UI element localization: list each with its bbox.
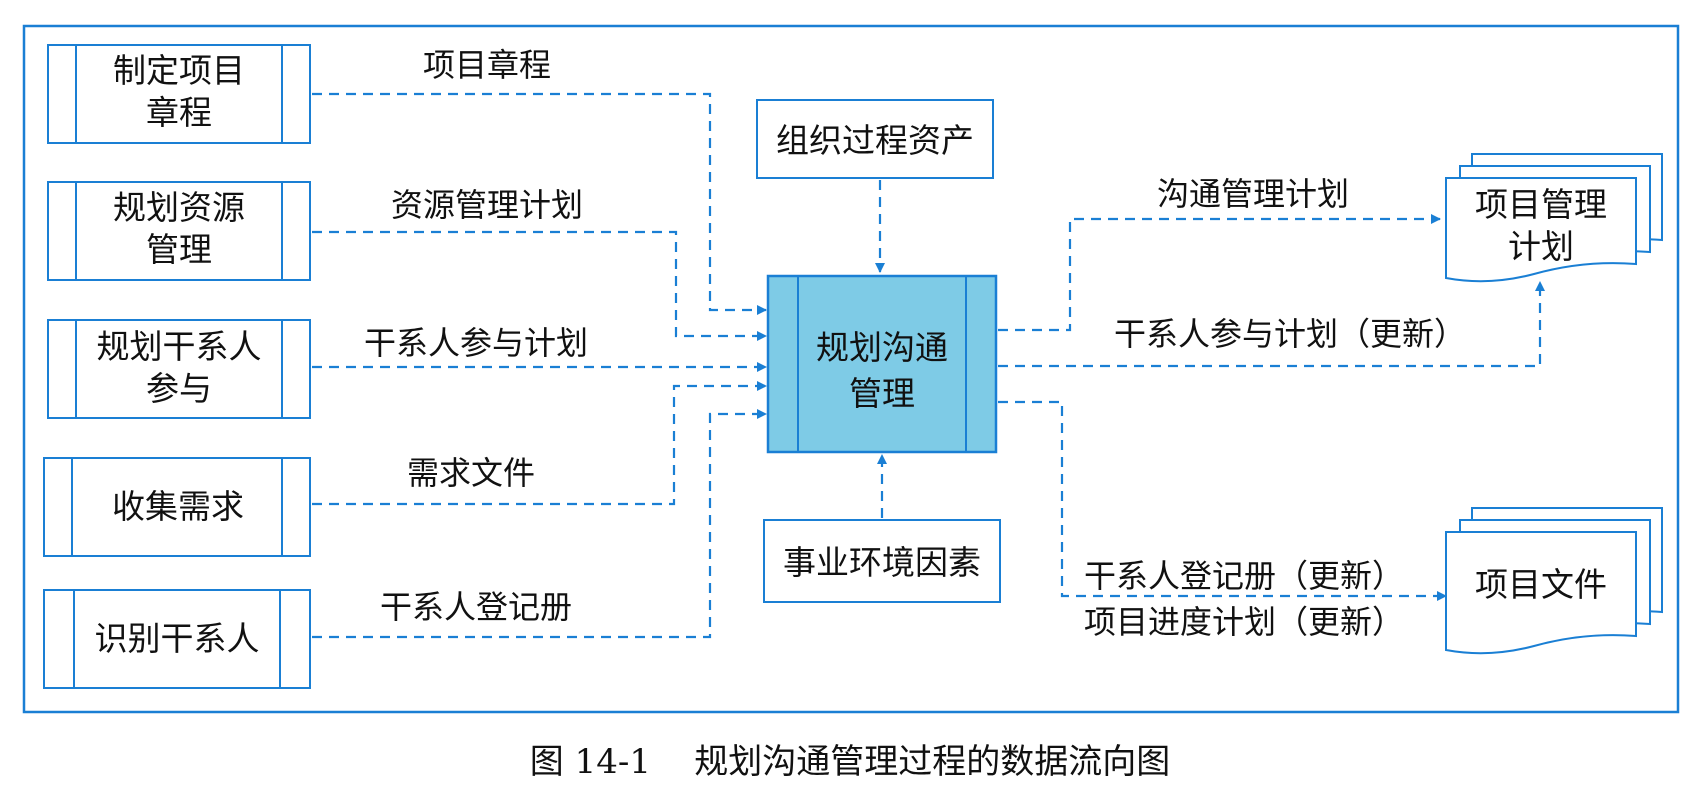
input-process-box: 制定项目 章程 <box>47 44 311 144</box>
flow-requirements <box>312 381 767 506</box>
data-flow-diagram: 制定项目 章程 规划资源 管理 规划干系人 参与 收集需求 识别干系人 项目章程… <box>22 24 1680 714</box>
input-label-requirements: 需求文件 <box>407 454 535 492</box>
input-label-register: 干系人登记册 <box>380 588 572 626</box>
input-process-box: 识别干系人 <box>43 589 311 689</box>
resource-process-line-1: 规划资源 <box>113 188 245 227</box>
input-label-charter: 项目章程 <box>423 46 551 84</box>
input-label-engagement-plan: 干系人参与计划 <box>364 324 588 362</box>
flow-comm-plan <box>998 214 1441 332</box>
project-docs-label: 项目文件 <box>1475 565 1607 604</box>
stakeholder-engagement-process-line-2: 参与 <box>146 369 212 408</box>
requirements-process-label: 收集需求 <box>112 487 244 526</box>
flow-register <box>312 409 767 639</box>
input-process-box: 规划资源 管理 <box>47 181 311 281</box>
output-label-engagement-update: 干系人参与计划（更新） <box>1114 315 1466 353</box>
flow-resource-plan <box>312 230 767 341</box>
flow-engagement-update <box>998 281 1545 368</box>
input-process-box: 收集需求 <box>43 457 311 557</box>
stakeholder-engagement-process-line-1: 规划干系人 <box>97 327 262 366</box>
input-process-box: 规划干系人 参与 <box>47 319 311 419</box>
pm-plan-line-2: 计划 <box>1508 227 1574 266</box>
flow-doc-updates <box>998 400 1447 601</box>
output-label-comm-plan: 沟通管理计划 <box>1157 175 1349 213</box>
org-assets-label: 组织过程资产 <box>776 121 974 160</box>
org-assets-box: 组织过程资产 <box>756 99 994 179</box>
project-docs-document: 项目文件 <box>1445 507 1663 655</box>
output-label-register-update: 干系人登记册（更新） <box>1084 557 1404 595</box>
center-process-box: 规划沟通 管理 <box>766 274 998 454</box>
diagram-frame <box>22 24 1680 714</box>
input-label-resource-plan: 资源管理计划 <box>391 186 583 224</box>
enterprise-factors-label: 事业环境因素 <box>783 543 981 582</box>
enterprise-factors-box: 事业环境因素 <box>763 519 1001 603</box>
output-label-schedule-update: 项目进度计划（更新） <box>1084 603 1404 641</box>
caption-title: 规划沟通管理过程的数据流向图 <box>694 742 1171 782</box>
caption-number: 图 14-1 <box>529 742 651 782</box>
pm-plan-line-1: 项目管理 <box>1475 185 1607 224</box>
charter-process-line-1: 制定项目 <box>113 51 245 90</box>
pm-plan-document: 项目管理 计划 <box>1445 153 1663 283</box>
figure-caption: 图 14-1 规划沟通管理过程的数据流向图 <box>0 734 1700 783</box>
center-process-line-2: 管理 <box>849 374 915 413</box>
identify-stakeholders-process-label: 识别干系人 <box>95 619 260 658</box>
charter-process-line-2: 章程 <box>146 93 212 132</box>
center-process-line-1: 规划沟通 <box>816 328 948 367</box>
resource-process-line-2: 管理 <box>146 230 212 269</box>
